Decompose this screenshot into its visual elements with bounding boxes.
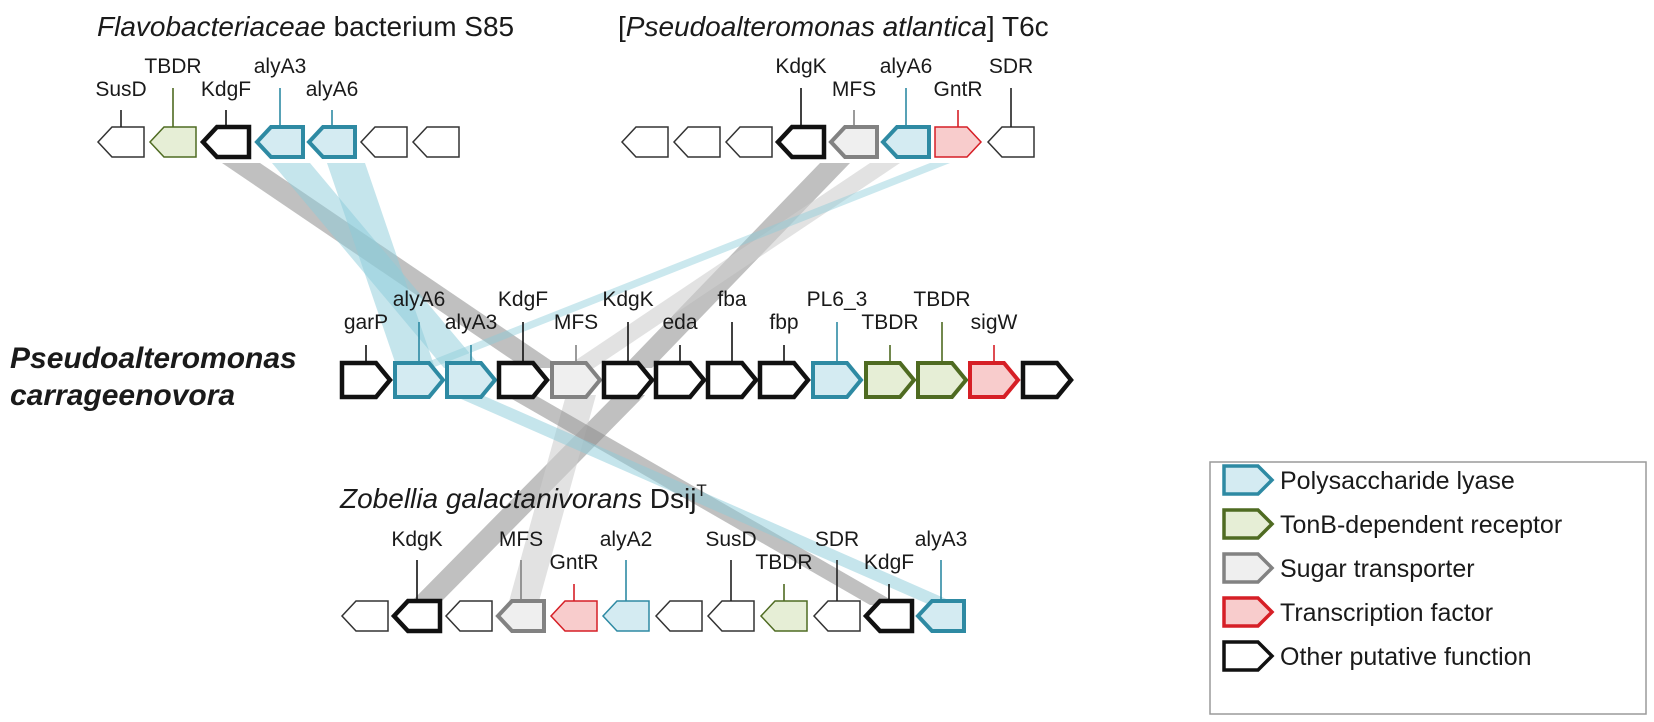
gene-arrow-zob-susd: [706, 600, 755, 632]
gene-tracks: SusDTBDRKdgFalyA3alyA6KdgKMFSalyA6GntRSD…: [95, 55, 1074, 634]
gene-label-tbdr: TBDR: [144, 55, 201, 78]
gene-label-pl6-3: PL6_3: [807, 288, 868, 311]
organism-title-carrageenovora-line1: Pseudoalteromonas: [10, 342, 297, 375]
gene-arrow-carr-kdgk: [601, 360, 655, 400]
gene-label-sdr: SDR: [989, 55, 1033, 78]
gene-label-alya6: alyA6: [306, 78, 359, 101]
gene-label-kdgf: KdgF: [864, 551, 914, 574]
link-carr-alya3-to-zob-alya3: [452, 395, 960, 605]
legend-label-other: Other putative function: [1280, 643, 1532, 671]
gene-label-sdr: SDR: [815, 528, 859, 551]
gene-label-kdgk: KdgK: [391, 528, 442, 551]
gene-label-kdgk: KdgK: [602, 288, 653, 311]
organism-title-zobellia: Zobellia galactanivorans DsijT: [339, 481, 707, 514]
gene-arrow-zob-gntr: [549, 600, 598, 632]
gene-label-mfs: MFS: [832, 78, 876, 101]
gene-arrow-carr-gene-14: [1020, 360, 1074, 400]
gene-label-sigw: sigW: [971, 311, 1018, 334]
gene-arrow-zob-kdgf: [862, 598, 915, 634]
gene-arrow-pseudo-atl-kdgk: [774, 124, 827, 160]
link-atl-mfs-to-carr-mfs: [564, 163, 900, 368]
legend-label-tbdr: TonB-dependent receptor: [1280, 511, 1562, 539]
gene-arrow-pseudo-atl-mfs: [828, 125, 879, 159]
gene-arrow-carr-sigw: [968, 361, 1021, 399]
gene-arrow-pseudo-atl-gene-3: [724, 126, 773, 158]
gene-arrow-carr-pl6-3: [811, 361, 864, 399]
gene-arrow-zob-gene-1: [340, 600, 389, 632]
gene-label-alya6: alyA6: [880, 55, 933, 78]
gene-label-alya6: alyA6: [393, 288, 446, 311]
gene-arrow-carr-alya6: [393, 361, 446, 399]
gene-arrow-zob-tbdr: [759, 600, 808, 632]
gene-label-alya3: alyA3: [445, 311, 498, 334]
gene-arrow-pseudo-atl-alya6: [880, 125, 931, 159]
gene-arrow-carr-tbdr: [864, 361, 917, 399]
gene-label-tbdr: TBDR: [861, 311, 918, 334]
legend-swatch-tbdr: [1222, 508, 1275, 540]
gene-arrow-zob-sdr: [812, 600, 861, 632]
gene-label-kdgf: KdgF: [201, 78, 251, 101]
gene-arrow-pseudo-atl-sdr: [986, 126, 1035, 158]
gene-arrow-flavo-gene-7: [411, 126, 460, 158]
gene-arrow-carr-garp: [339, 360, 393, 400]
legend-swatch-sugar: [1222, 552, 1275, 584]
gene-label-gntr: GntR: [549, 551, 598, 574]
gene-label-alya2: alyA2: [600, 528, 653, 551]
gene-arrow-flavo-alya6: [306, 125, 357, 159]
gene-arrow-flavo-tbdr: [148, 126, 197, 158]
gene-arrow-carr-kdgf: [496, 360, 550, 400]
gene-label-susd: SusD: [705, 528, 756, 551]
gene-arrow-carr-fba: [705, 360, 759, 400]
organism-title-flavo: Flavobacteriaceae bacterium S85: [97, 11, 514, 42]
gene-label-kdgf: KdgF: [498, 288, 548, 311]
gene-label-fba: fba: [717, 288, 747, 311]
gene-arrow-carr-fbp: [757, 360, 811, 400]
gene-arrow-pseudo-atl-gntr: [934, 126, 983, 158]
gene-arrow-carr-tbdr: [916, 361, 969, 399]
gene-arrow-zob-gene-3: [444, 600, 493, 632]
legend-label-tf: Transcription factor: [1280, 599, 1493, 627]
gene-arrow-pseudo-atl-gene-1: [620, 126, 669, 158]
gene-arrow-flavo-susd: [96, 126, 145, 158]
legend-label-pl: Polysaccharide lyase: [1280, 467, 1515, 495]
gene-arrow-carr-alya3: [445, 361, 498, 399]
gene-label-alya3: alyA3: [915, 528, 968, 551]
gene-label-kdgk: KdgK: [775, 55, 826, 78]
gene-label-eda: eda: [662, 311, 697, 334]
organism-title-pseudo-atlantica: [Pseudoalteromonas atlantica] T6c: [618, 11, 1049, 42]
gene-arrow-zob-gene-7: [654, 600, 703, 632]
gene-label-tbdr: TBDR: [913, 288, 970, 311]
link-atl-alya6-to-carr-alya6: [412, 163, 950, 368]
gene-label-gntr: GntR: [933, 78, 982, 101]
gene-label-mfs: MFS: [554, 311, 598, 334]
gene-arrow-flavo-alya3: [254, 125, 305, 159]
organism-title-carrageenovora-line2: carrageenovora: [10, 379, 235, 412]
legend-frame: [1209, 461, 1647, 715]
gene-arrow-zob-alya3: [915, 599, 966, 633]
gene-arrow-zob-alya2: [601, 600, 650, 632]
gene-arrow-carr-eda: [653, 360, 707, 400]
gene-label-mfs: MFS: [499, 528, 543, 551]
legend-label-sugar: Sugar transporter: [1280, 555, 1475, 583]
link-flavo-alya6-to-carr-alya6: [327, 163, 435, 368]
gene-label-alya3: alyA3: [254, 55, 307, 78]
gene-arrow-carr-mfs: [550, 361, 603, 399]
gene-arrow-flavo-gene-6: [359, 126, 408, 158]
gene-label-susd: SusD: [95, 78, 146, 101]
gene-label-tbdr: TBDR: [755, 551, 812, 574]
legend-swatch-pl: [1222, 464, 1275, 496]
gene-label-garp: garP: [344, 311, 388, 334]
gene-arrow-pseudo-atl-gene-2: [672, 126, 721, 158]
legend-swatch-other: [1222, 640, 1275, 672]
legend-swatch-tf: [1222, 596, 1275, 628]
gene-arrow-zob-mfs: [495, 599, 546, 633]
homology-links: [222, 163, 960, 605]
gene-arrow-zob-kdgk: [390, 598, 443, 634]
gene-label-fbp: fbp: [769, 311, 798, 334]
gene-arrow-flavo-kdgf: [199, 124, 252, 160]
